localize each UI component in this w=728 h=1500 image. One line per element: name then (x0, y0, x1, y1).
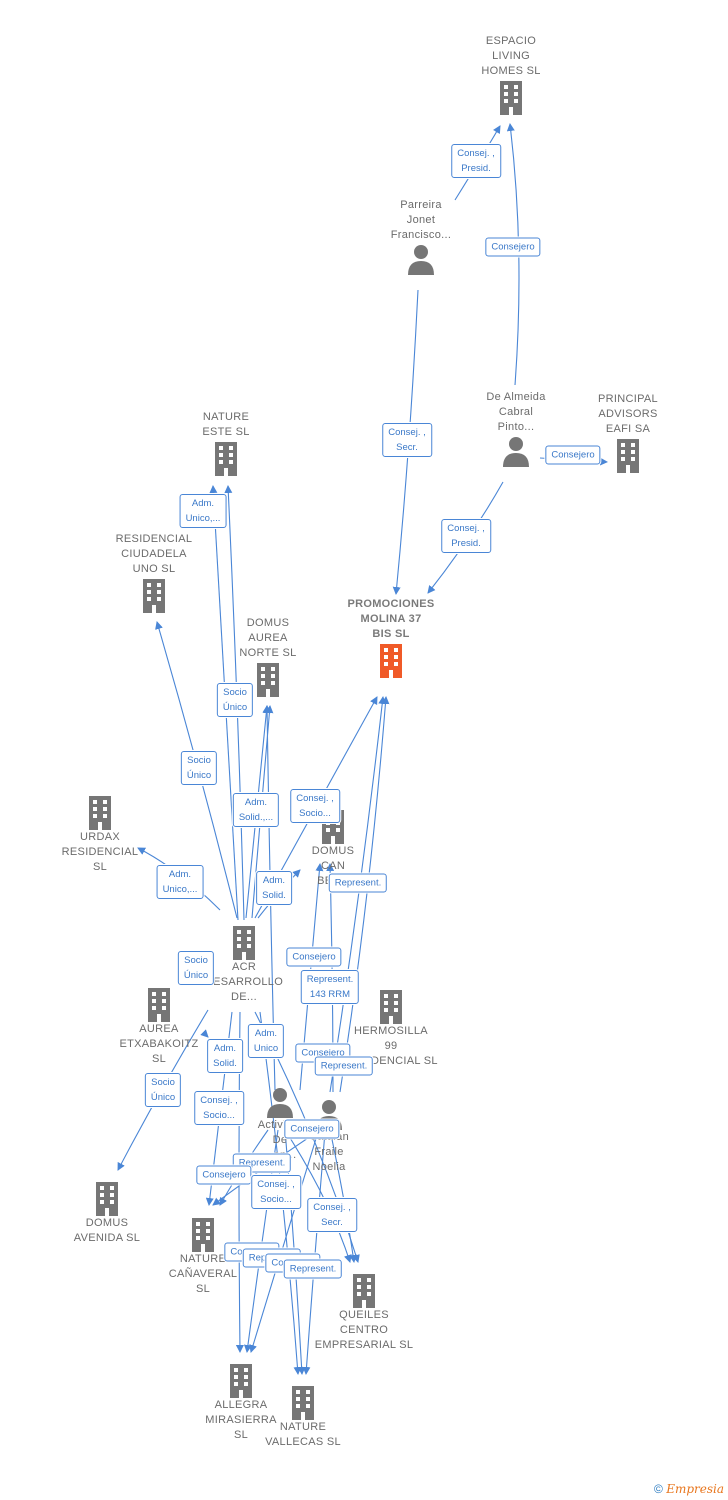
node-queiles[interactable]: QUEILES CENTRO EMPRESARIAL SL (304, 1272, 424, 1353)
edge-label[interactable]: Consejero (196, 1165, 252, 1185)
node-principal[interactable]: PRINCIPAL ADVISORS EAFI SA (568, 392, 688, 473)
building-icon (89, 796, 111, 830)
edge-label[interactable]: Consejero (286, 947, 342, 967)
node-label: AUREA ETXABAKOITZ SL (119, 1023, 199, 1065)
building-icon (380, 990, 402, 1024)
node-promociones-main[interactable]: PROMOCIONES MOLINA 37 BIS SL (331, 597, 451, 678)
building-icon (192, 1218, 214, 1252)
edge-label[interactable]: Consej. , Presid. (451, 144, 501, 178)
person-icon (408, 245, 434, 275)
node-label: NATURE CAÑAVERAL SL (168, 1253, 238, 1295)
node-label: PROMOCIONES MOLINA 37 BIS SL (347, 598, 435, 640)
person-icon (267, 1088, 293, 1118)
edge-label[interactable]: Consej. , Socio... (194, 1091, 244, 1125)
edge-label[interactable]: Consejero (545, 445, 601, 465)
edge-label[interactable]: Adm. Solid. (207, 1039, 243, 1073)
node-dealmeida[interactable]: De Almeida Cabral Pinto... (456, 390, 576, 467)
edge-catalan-naturevallecas (302, 1131, 326, 1375)
edge-label[interactable]: Consej. , Secr. (382, 423, 432, 457)
edge-label[interactable]: Socio Único (216, 683, 254, 717)
building-icon (233, 926, 255, 960)
node-label: DOMUS AUREA NORTE SL (239, 617, 297, 659)
building-icon (96, 1182, 118, 1216)
node-label: PRINCIPAL ADVISORS EAFI SA (598, 393, 658, 435)
edge-label[interactable]: Adm. Unico,... (179, 494, 227, 528)
footer-brand: © Empresia (654, 1482, 724, 1496)
node-acr[interactable]: ACR DESARROLLO DE... (184, 924, 304, 1005)
edge-label[interactable]: Socio Único (177, 951, 215, 985)
edge-label[interactable]: Consejero (284, 1119, 340, 1139)
edge-catalan-promociones (339, 696, 390, 1093)
edge-label[interactable]: Consejero (485, 237, 541, 257)
edge-label[interactable]: Socio Único (180, 751, 218, 785)
edge-label[interactable]: Consej. , Secr. (307, 1198, 357, 1232)
building-icon (292, 1386, 314, 1420)
building-icon (353, 1274, 375, 1308)
building-icon (230, 1364, 252, 1398)
edge-label[interactable]: Represent. 143 RRM (300, 970, 360, 1004)
edge-label[interactable]: Represent. (314, 1056, 374, 1076)
node-label: NATURE VALLECAS SL (265, 1421, 341, 1448)
brand-logo[interactable]: Empresia (666, 1482, 724, 1496)
edge-actividades-queiles (284, 1129, 352, 1263)
node-urdax[interactable]: URDAX RESIDENCIAL SL (40, 794, 160, 875)
node-label: De Almeida Cabral Pinto... (486, 391, 546, 433)
copyright-icon: © (654, 1482, 663, 1496)
edge-label[interactable]: Adm. Unico,... (156, 865, 204, 899)
building-icon (148, 988, 170, 1022)
building-icon (617, 439, 639, 473)
edge-label[interactable]: Represent. (328, 873, 388, 893)
node-label: ALLEGRA MIRASIERRA SL (205, 1399, 277, 1441)
node-naturevallecas[interactable]: NATURE VALLECAS SL (243, 1384, 363, 1450)
edge-label[interactable]: Socio Único (144, 1073, 182, 1107)
building-icon (380, 644, 402, 678)
edge-label[interactable]: Consej. , Socio... (290, 789, 340, 823)
building-icon (215, 442, 237, 476)
node-label: ESPACIO LIVING HOMES SL (481, 35, 541, 77)
edge-label[interactable]: Adm. Solid. (256, 871, 292, 905)
edge-label[interactable]: Represent. (283, 1259, 343, 1279)
building-icon (500, 81, 522, 115)
node-espacio[interactable]: ESPACIO LIVING HOMES SL (451, 34, 571, 115)
node-residencial[interactable]: RESIDENCIAL CIUDADELA UNO SL (94, 532, 214, 613)
building-icon (143, 579, 165, 613)
node-label: RESIDENCIAL CIUDADELA UNO SL (115, 533, 193, 575)
node-label: DOMUS AVENIDA SL (73, 1217, 141, 1244)
building-icon (257, 663, 279, 697)
edge-actividades-promociones (329, 696, 387, 1093)
node-allegra[interactable]: ALLEGRA MIRASIERRA SL (181, 1362, 301, 1443)
node-label: URDAX RESIDENCIAL SL (61, 831, 139, 873)
node-label: NATURE ESTE SL (202, 411, 250, 438)
node-label: QUEILES CENTRO EMPRESARIAL SL (314, 1309, 414, 1351)
node-label: ACR DESARROLLO DE... (204, 961, 284, 1003)
node-label: Parreira Jonet Francisco... (390, 199, 452, 241)
node-domusaurea[interactable]: DOMUS AUREA NORTE SL (208, 616, 328, 697)
node-domusavenida[interactable]: DOMUS AVENIDA SL (47, 1180, 167, 1246)
edge-label[interactable]: Adm. Solid.,... (232, 793, 280, 827)
edge-label[interactable]: Consej. , Socio... (251, 1175, 301, 1209)
node-parreira[interactable]: Parreira Jonet Francisco... (361, 198, 481, 275)
edge-label[interactable]: Consej. , Presid. (441, 519, 491, 553)
node-natureeste[interactable]: NATURE ESTE SL (166, 410, 286, 476)
edge-aurea-acr (200, 1029, 209, 1038)
edge-label[interactable]: Adm. Unico (247, 1024, 285, 1058)
edge-catalan-allegra (249, 1131, 319, 1353)
node-naturecanaveral[interactable]: NATURE CAÑAVERAL SL (143, 1216, 263, 1297)
person-icon (503, 437, 529, 467)
node-aurea[interactable]: AUREA ETXABAKOITZ SL (99, 986, 219, 1067)
